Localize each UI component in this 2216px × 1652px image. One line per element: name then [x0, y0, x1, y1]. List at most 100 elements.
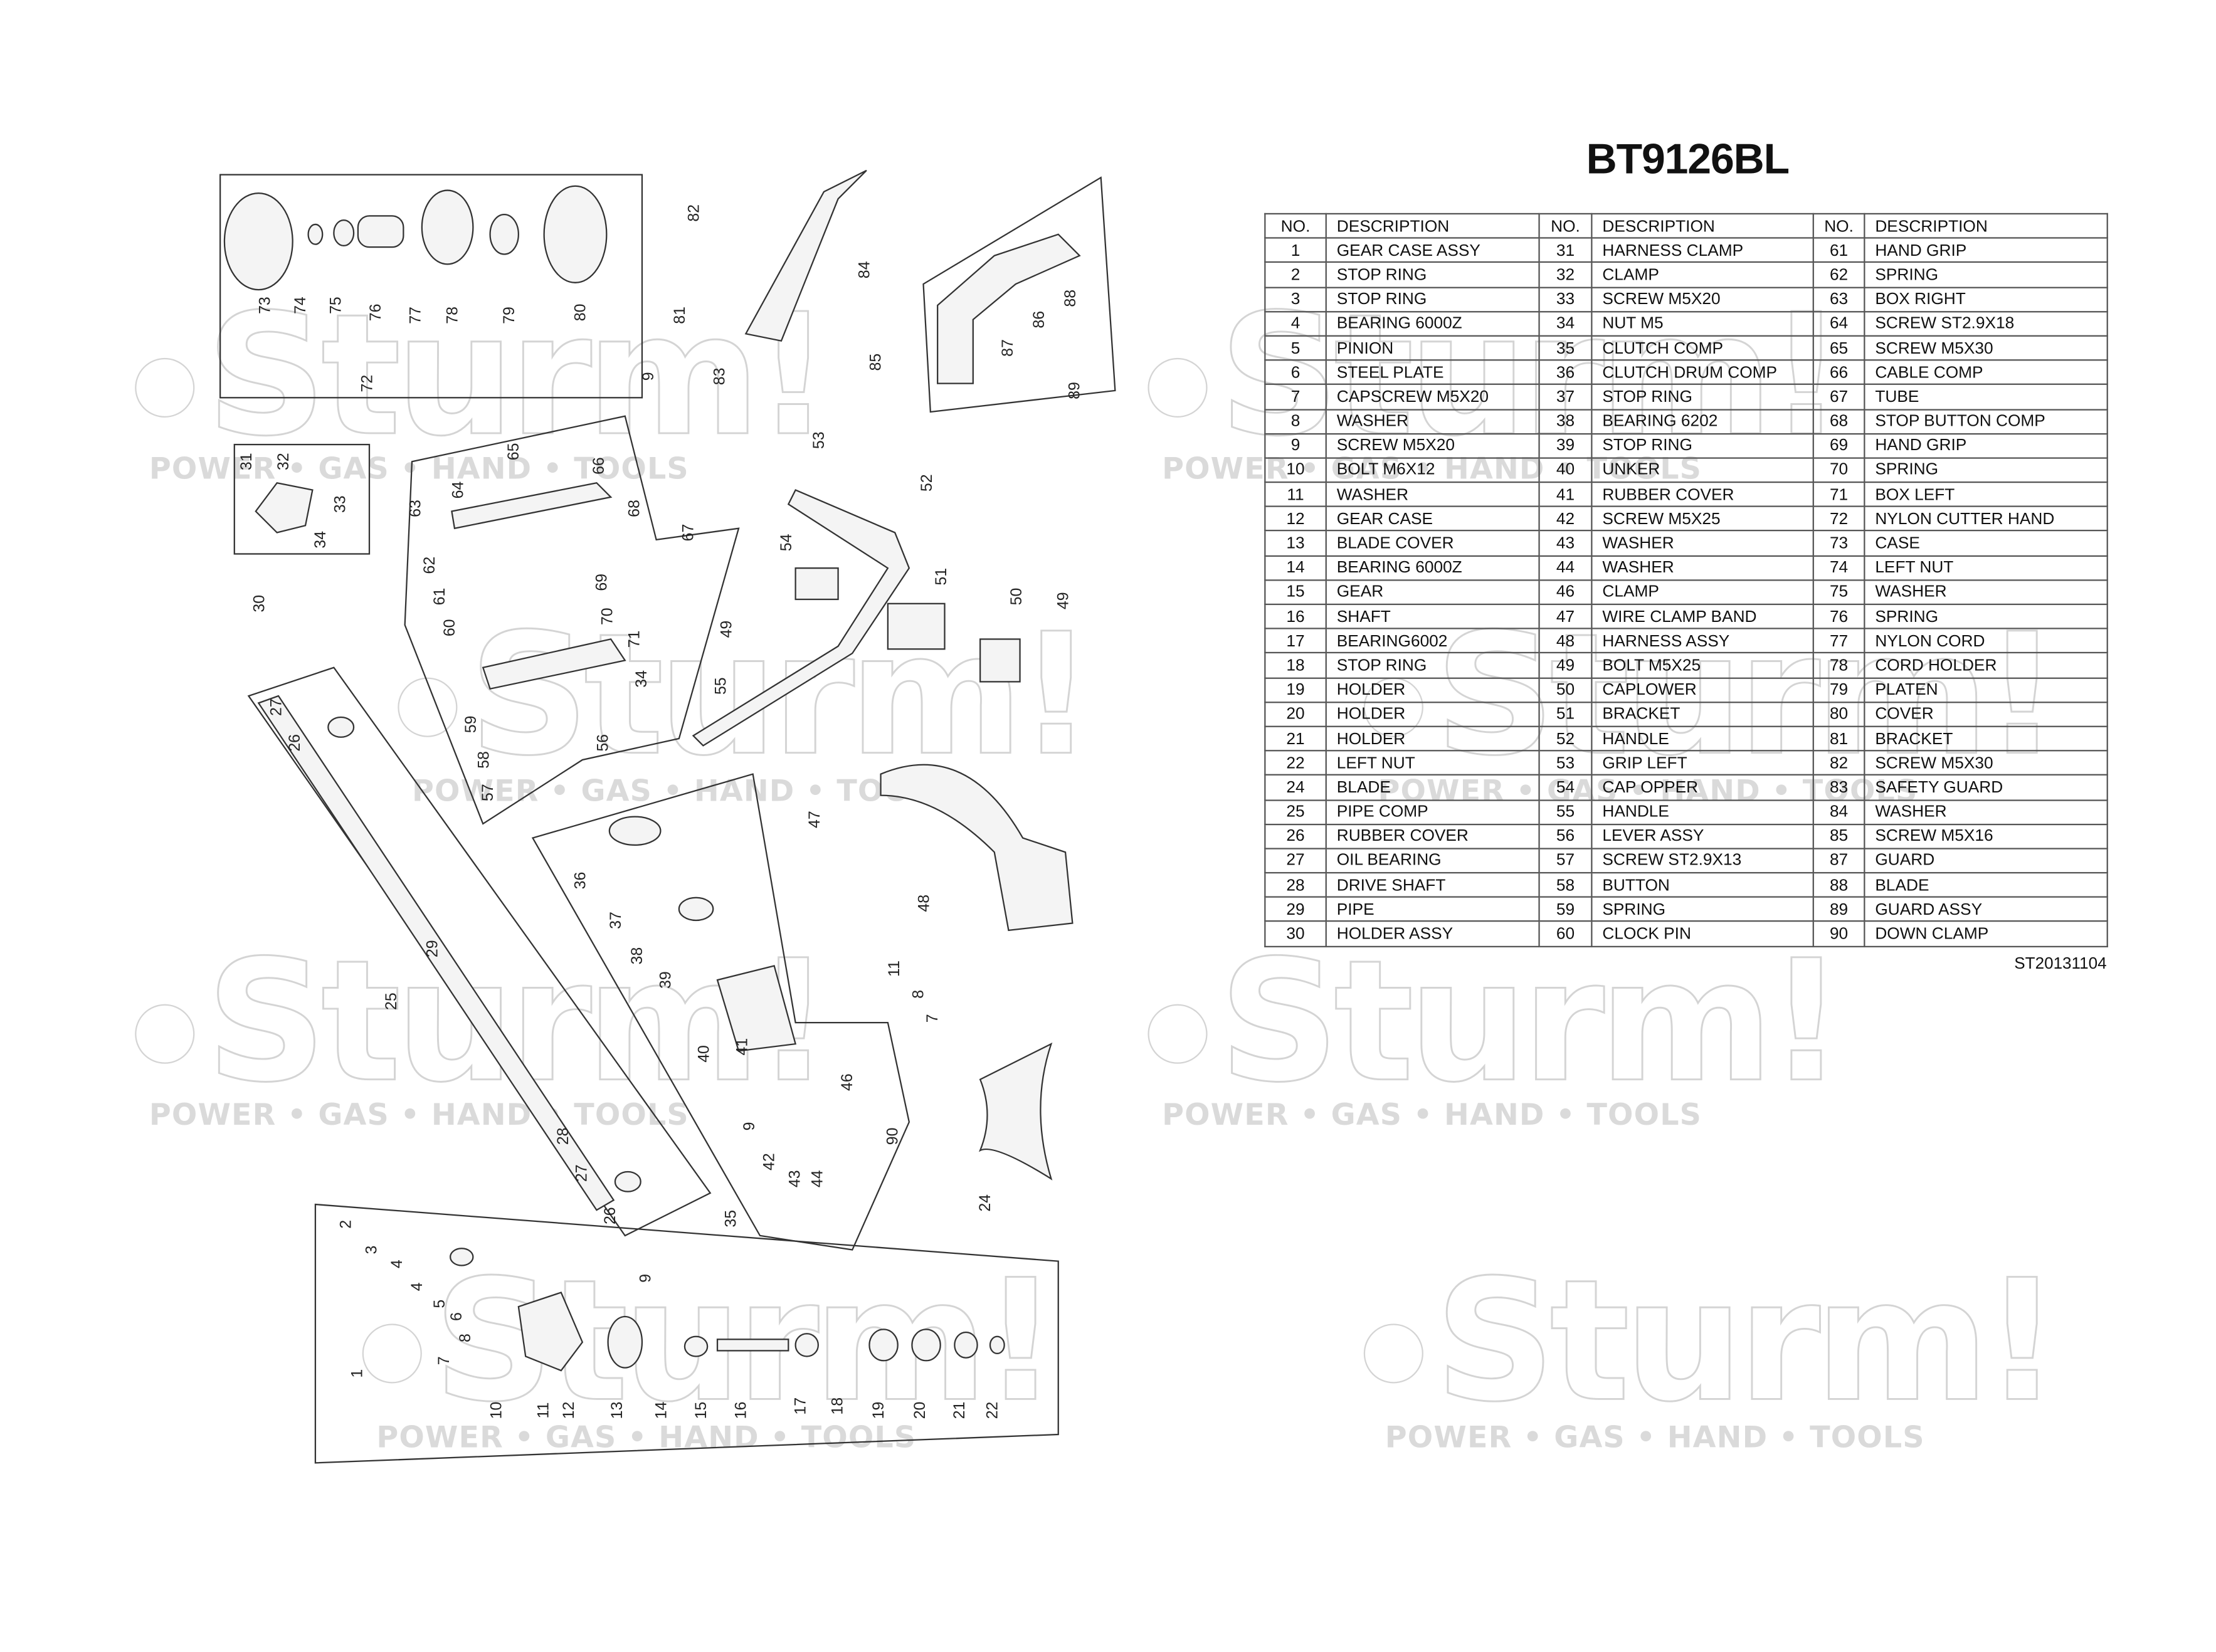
- part-description: HOLDER ASSY: [1325, 920, 1540, 947]
- part-callout: 19: [870, 1402, 887, 1419]
- part-number: 76: [1812, 603, 1865, 630]
- part-number: 69: [1812, 433, 1865, 459]
- part-description: GEAR CASE: [1325, 506, 1540, 532]
- part-number: 48: [1538, 628, 1593, 654]
- part-number: 25: [1264, 799, 1327, 825]
- part-description: PINION: [1325, 335, 1540, 361]
- harness-part: [880, 764, 1074, 932]
- part-number: 80: [1812, 701, 1865, 727]
- part-number: 53: [1538, 750, 1593, 776]
- part-number: 70: [1812, 457, 1865, 483]
- part-description: CLUTCH DRUM COMP: [1591, 359, 1814, 386]
- part-callout: 41: [734, 1038, 751, 1056]
- part-number: 30: [1264, 920, 1327, 947]
- part-callout: 8: [456, 1334, 474, 1342]
- part-callout: 33: [331, 495, 349, 513]
- part-callout: 7: [435, 1356, 453, 1365]
- part-description: CAP OPPER: [1591, 774, 1814, 801]
- part-callout: 57: [479, 784, 497, 801]
- part-description: WIRE CLAMP BAND: [1591, 603, 1814, 630]
- part-description: DRIVE SHAFT: [1325, 872, 1540, 898]
- watermark-tagline: POWER • GAS • HAND • TOOLS: [376, 1420, 917, 1455]
- gear-case-part: [517, 1292, 584, 1372]
- part-number: 31: [1538, 237, 1593, 263]
- part-number: 28: [1264, 872, 1327, 898]
- part-callout: 30: [250, 595, 268, 613]
- part-callout: 90: [884, 1127, 902, 1145]
- part-description: STOP BUTTON COMP: [1864, 408, 2108, 434]
- part-number: 13: [1264, 530, 1327, 557]
- part-description: BOX LEFT: [1864, 481, 2108, 508]
- part-callout: 20: [911, 1402, 929, 1419]
- part-number: 5: [1264, 335, 1327, 361]
- part-description: UNKER: [1591, 457, 1814, 483]
- part-description: COVER: [1864, 701, 2108, 727]
- watermark-tagline: POWER • GAS • HAND • TOOLS: [1162, 1098, 1702, 1132]
- part-callout: 28: [554, 1127, 572, 1145]
- part-description: BOLT M6X12: [1325, 457, 1540, 483]
- part-callout: 34: [633, 670, 650, 688]
- part-description: CASE: [1864, 530, 2108, 557]
- part-callout: 51: [932, 568, 950, 586]
- part-description: HAND GRIP: [1864, 433, 2108, 459]
- part-callout: 34: [312, 531, 329, 549]
- part-description: GUARD: [1864, 848, 2108, 874]
- part-callout: 65: [505, 443, 522, 461]
- part-number: 41: [1538, 481, 1593, 508]
- part-number: 21: [1264, 725, 1327, 752]
- part-number: 52: [1538, 725, 1593, 752]
- part-callout: 11: [885, 960, 903, 977]
- part-description: SCREW M5X30: [1864, 750, 2108, 776]
- part-description: SCREW ST2.9X13: [1591, 848, 1814, 874]
- cable-part: [451, 482, 613, 530]
- part-description: HOLDER: [1325, 701, 1540, 727]
- part-description: BEARING 6000Z: [1325, 554, 1540, 581]
- part-description: BEARING 6000Z: [1325, 310, 1540, 337]
- part-description: NYLON CUTTER HAND: [1864, 506, 2108, 532]
- part-description: CAPSCREW M5X20: [1325, 384, 1540, 410]
- part-description: LEFT NUT: [1864, 554, 2108, 581]
- part-callout: 47: [806, 811, 823, 828]
- part-number: 19: [1264, 676, 1327, 703]
- part-callout: 26: [286, 734, 303, 752]
- part-description: BLADE: [1325, 774, 1540, 801]
- blade-part: [978, 1042, 1053, 1181]
- case-part: [223, 192, 293, 291]
- trimmer-head-group-box: [219, 174, 643, 399]
- part-callout: 3: [362, 1246, 380, 1255]
- part-callout: 7: [924, 1014, 941, 1023]
- part-callout: 9: [640, 372, 657, 381]
- part-description: SHAFT: [1325, 603, 1540, 630]
- part-description: LEFT NUT: [1325, 750, 1540, 776]
- part-description: BRACKET: [1591, 701, 1814, 727]
- part-callout: 70: [598, 608, 616, 625]
- part-callout: 49: [718, 621, 736, 638]
- part-description: WASHER: [1591, 530, 1814, 557]
- part-number: 38: [1538, 408, 1593, 434]
- part-number: 17: [1264, 628, 1327, 654]
- header-no: NO.: [1264, 213, 1327, 239]
- part-callout: 83: [710, 367, 728, 385]
- safety-guard-part: [744, 169, 867, 342]
- part-description: SCREW ST2.9X18: [1864, 310, 2108, 337]
- part-description: HARNESS CLAMP: [1591, 237, 1814, 263]
- part-callout: 4: [388, 1260, 406, 1268]
- part-description: BEARING6002: [1325, 628, 1540, 654]
- part-callout: 66: [590, 457, 608, 475]
- part-number: 75: [1812, 579, 1865, 606]
- part-number: 26: [1264, 823, 1327, 850]
- part-description: NUT M5: [1591, 310, 1814, 337]
- part-description: LEVER ASSY: [1591, 823, 1814, 850]
- part-callout: 68: [625, 500, 643, 517]
- part-callout: 31: [238, 453, 255, 470]
- part-number: 12: [1264, 506, 1327, 532]
- part-description: SPRING: [1864, 603, 2108, 630]
